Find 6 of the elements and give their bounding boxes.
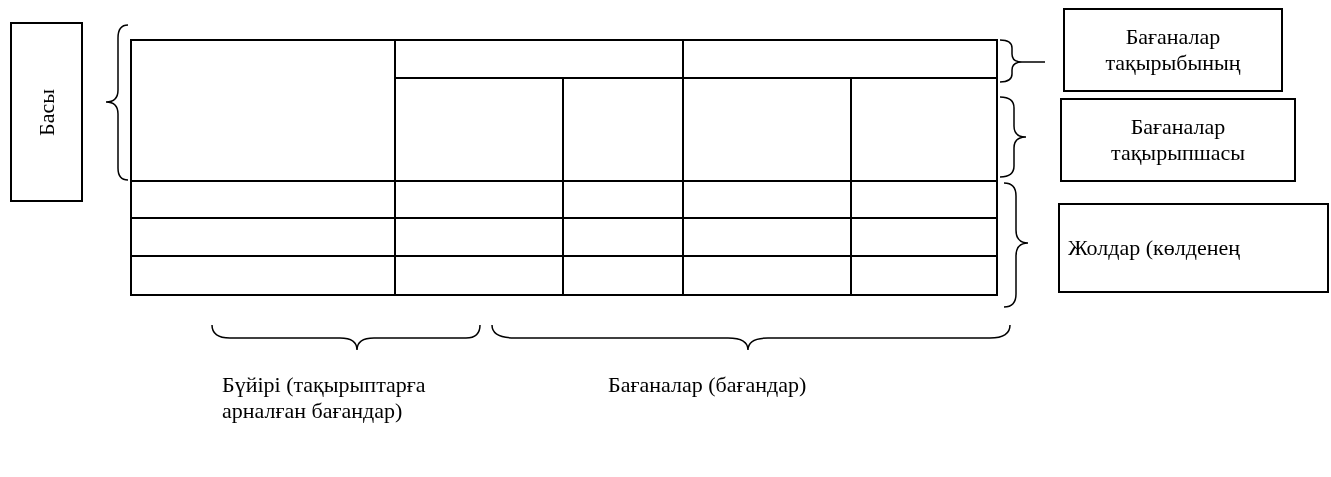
label-box: Басы [10, 22, 83, 202]
brace-label: Бүйірі (тақырыптарға арналған бағандар) [222, 372, 427, 424]
brace-label: Бағаналар (бағандар) [608, 372, 808, 398]
label-box: Бағаналар тақырыбының [1063, 8, 1283, 92]
label-box: Бағаналар тақырыпшасы [1060, 98, 1296, 182]
label-box: Жолдар (көлденең [1058, 203, 1329, 293]
